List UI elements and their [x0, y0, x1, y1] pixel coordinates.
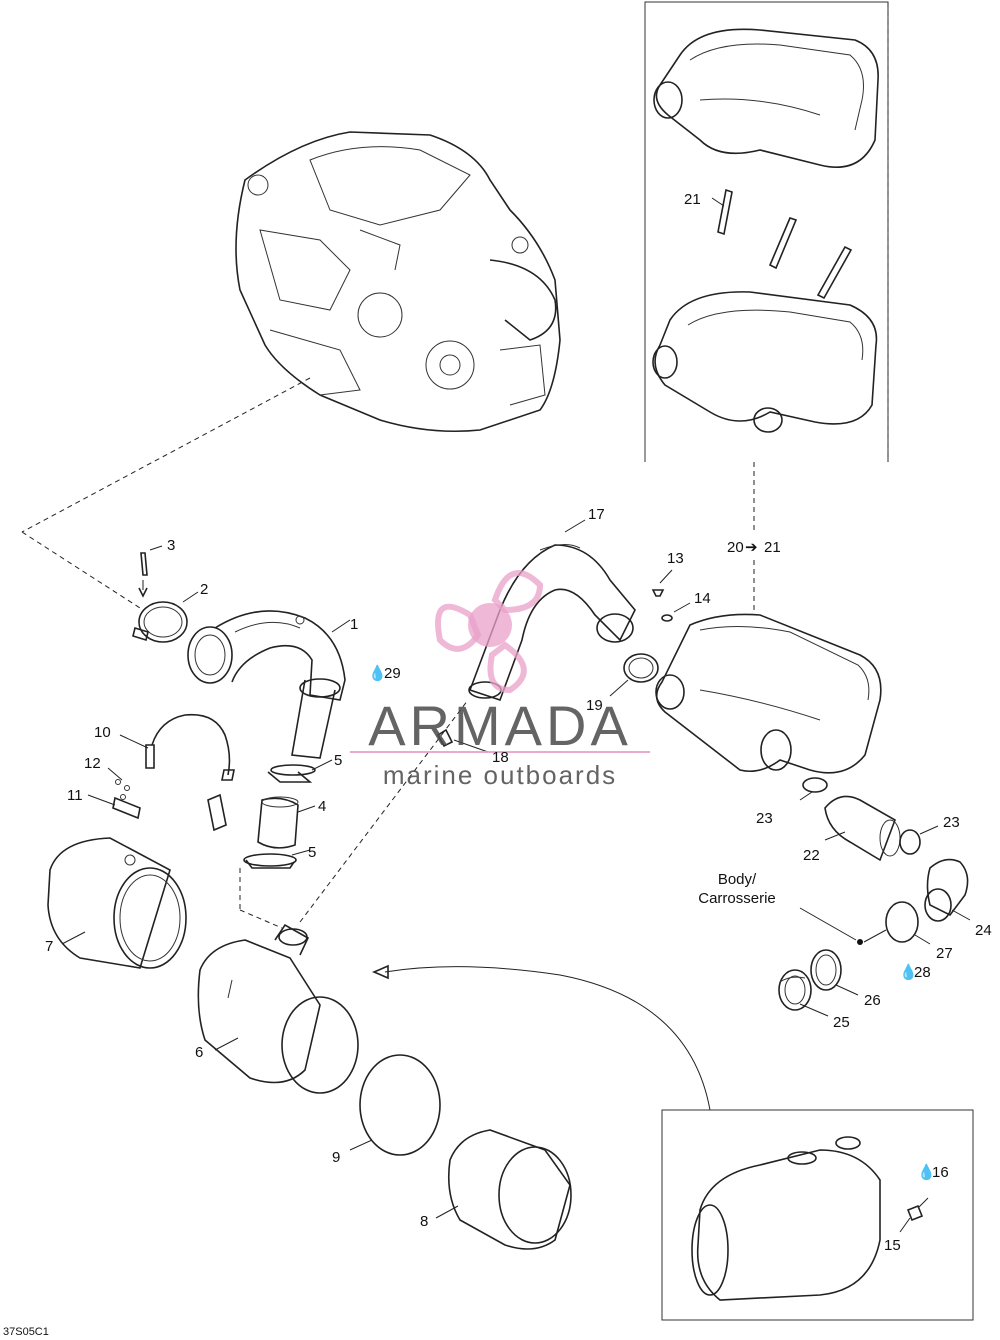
assembly-arrowhead: [371, 964, 389, 980]
callout-17: 17: [588, 506, 605, 523]
callout-21: 21: [684, 191, 701, 208]
callout-24: 24: [975, 922, 992, 939]
figure-code: 37S05C1: [3, 1326, 49, 1338]
part-12-screws: [107, 767, 130, 800]
part-1-elbow: [187, 610, 351, 759]
intercooler-lower-drawing: [652, 291, 878, 433]
body-note-line2: Carrosserie: [698, 890, 776, 907]
brand-name: ARMADA: [368, 694, 632, 757]
part-25-ring: [778, 969, 829, 1017]
callout-16: 16: [932, 1164, 949, 1181]
callout-27: 27: [936, 945, 953, 962]
callout-25: 25: [833, 1014, 850, 1031]
brand-tagline: marine outboards: [383, 760, 617, 790]
callout-5-lower: 5: [308, 844, 316, 861]
part-22-hose: [824, 795, 901, 862]
part-7-tube: [47, 837, 187, 969]
callout-1: 1: [350, 616, 358, 633]
inset-box-bottom: [661, 1109, 974, 1321]
part-13-screw: [651, 569, 673, 597]
callout-21-range: 21: [764, 539, 781, 556]
part-24-elbow: [924, 858, 971, 922]
part-14-washer: [661, 602, 691, 622]
callout-9: 9: [332, 1149, 340, 1166]
callout-22: 22: [803, 847, 820, 864]
part-18-fitting: [436, 728, 489, 753]
assembly-curve: [384, 966, 711, 1111]
part-9-ring: [349, 1054, 441, 1156]
part-19-clamp: [609, 653, 659, 697]
callout-4: 4: [318, 798, 326, 815]
lubricant-28: 💧: [899, 963, 918, 981]
callout-14: 14: [694, 590, 711, 607]
lubricant-16: 💧: [917, 1163, 936, 1181]
propeller-logo: [435, 570, 544, 694]
part-23-clamp-b: [899, 825, 939, 855]
part-5-clamp-upper: [267, 759, 333, 783]
lubricant-29: 💧: [368, 664, 387, 682]
callout-5-upper: 5: [334, 752, 342, 769]
callout-23-b: 23: [943, 814, 960, 831]
callout-6: 6: [195, 1044, 203, 1061]
callout-23-a: 23: [756, 810, 773, 827]
intercooler-upper-drawing: [653, 28, 879, 169]
part-10-hose: [119, 713, 235, 781]
callout-18: 18: [492, 749, 509, 766]
callout-arrow: ➔: [745, 539, 758, 556]
part-2-clamp: [132, 591, 199, 643]
part-26-gasket: [810, 949, 859, 996]
part-6-muffler: [197, 923, 359, 1094]
part-5-clamp-lower: [243, 849, 311, 869]
part-3-pin: [138, 545, 163, 598]
callout-11: 11: [67, 787, 83, 804]
callout-15: 15: [884, 1237, 901, 1254]
body-dot: [799, 907, 887, 945]
inset-box-top: [644, 1, 889, 462]
callout-20: 20: [727, 539, 744, 556]
callout-7: 7: [45, 938, 53, 955]
engine-drawing: [235, 131, 561, 433]
callout-13: 13: [667, 550, 684, 567]
part-4-coupling: [257, 796, 316, 849]
callout-2: 2: [200, 581, 208, 598]
brand-watermark: ARMADA marine outboards: [350, 570, 650, 790]
callout-26: 26: [864, 992, 881, 1009]
callout-19: 19: [586, 697, 603, 714]
rods-21: [711, 188, 853, 300]
part-27-oring: [885, 901, 931, 945]
intercooler-main-drawing: [655, 613, 882, 774]
callout-12: 12: [84, 755, 101, 772]
part-8-cap: [435, 1129, 572, 1250]
callout-10: 10: [94, 724, 111, 741]
callout-29: 29: [384, 665, 401, 682]
body-note-line1: Body/: [718, 871, 757, 888]
part-23-clamp-a: [799, 777, 828, 801]
callout-3: 3: [167, 537, 175, 554]
part-11-bracket: [87, 793, 227, 832]
callout-28: 28: [914, 964, 931, 981]
callout-8: 8: [420, 1213, 428, 1230]
